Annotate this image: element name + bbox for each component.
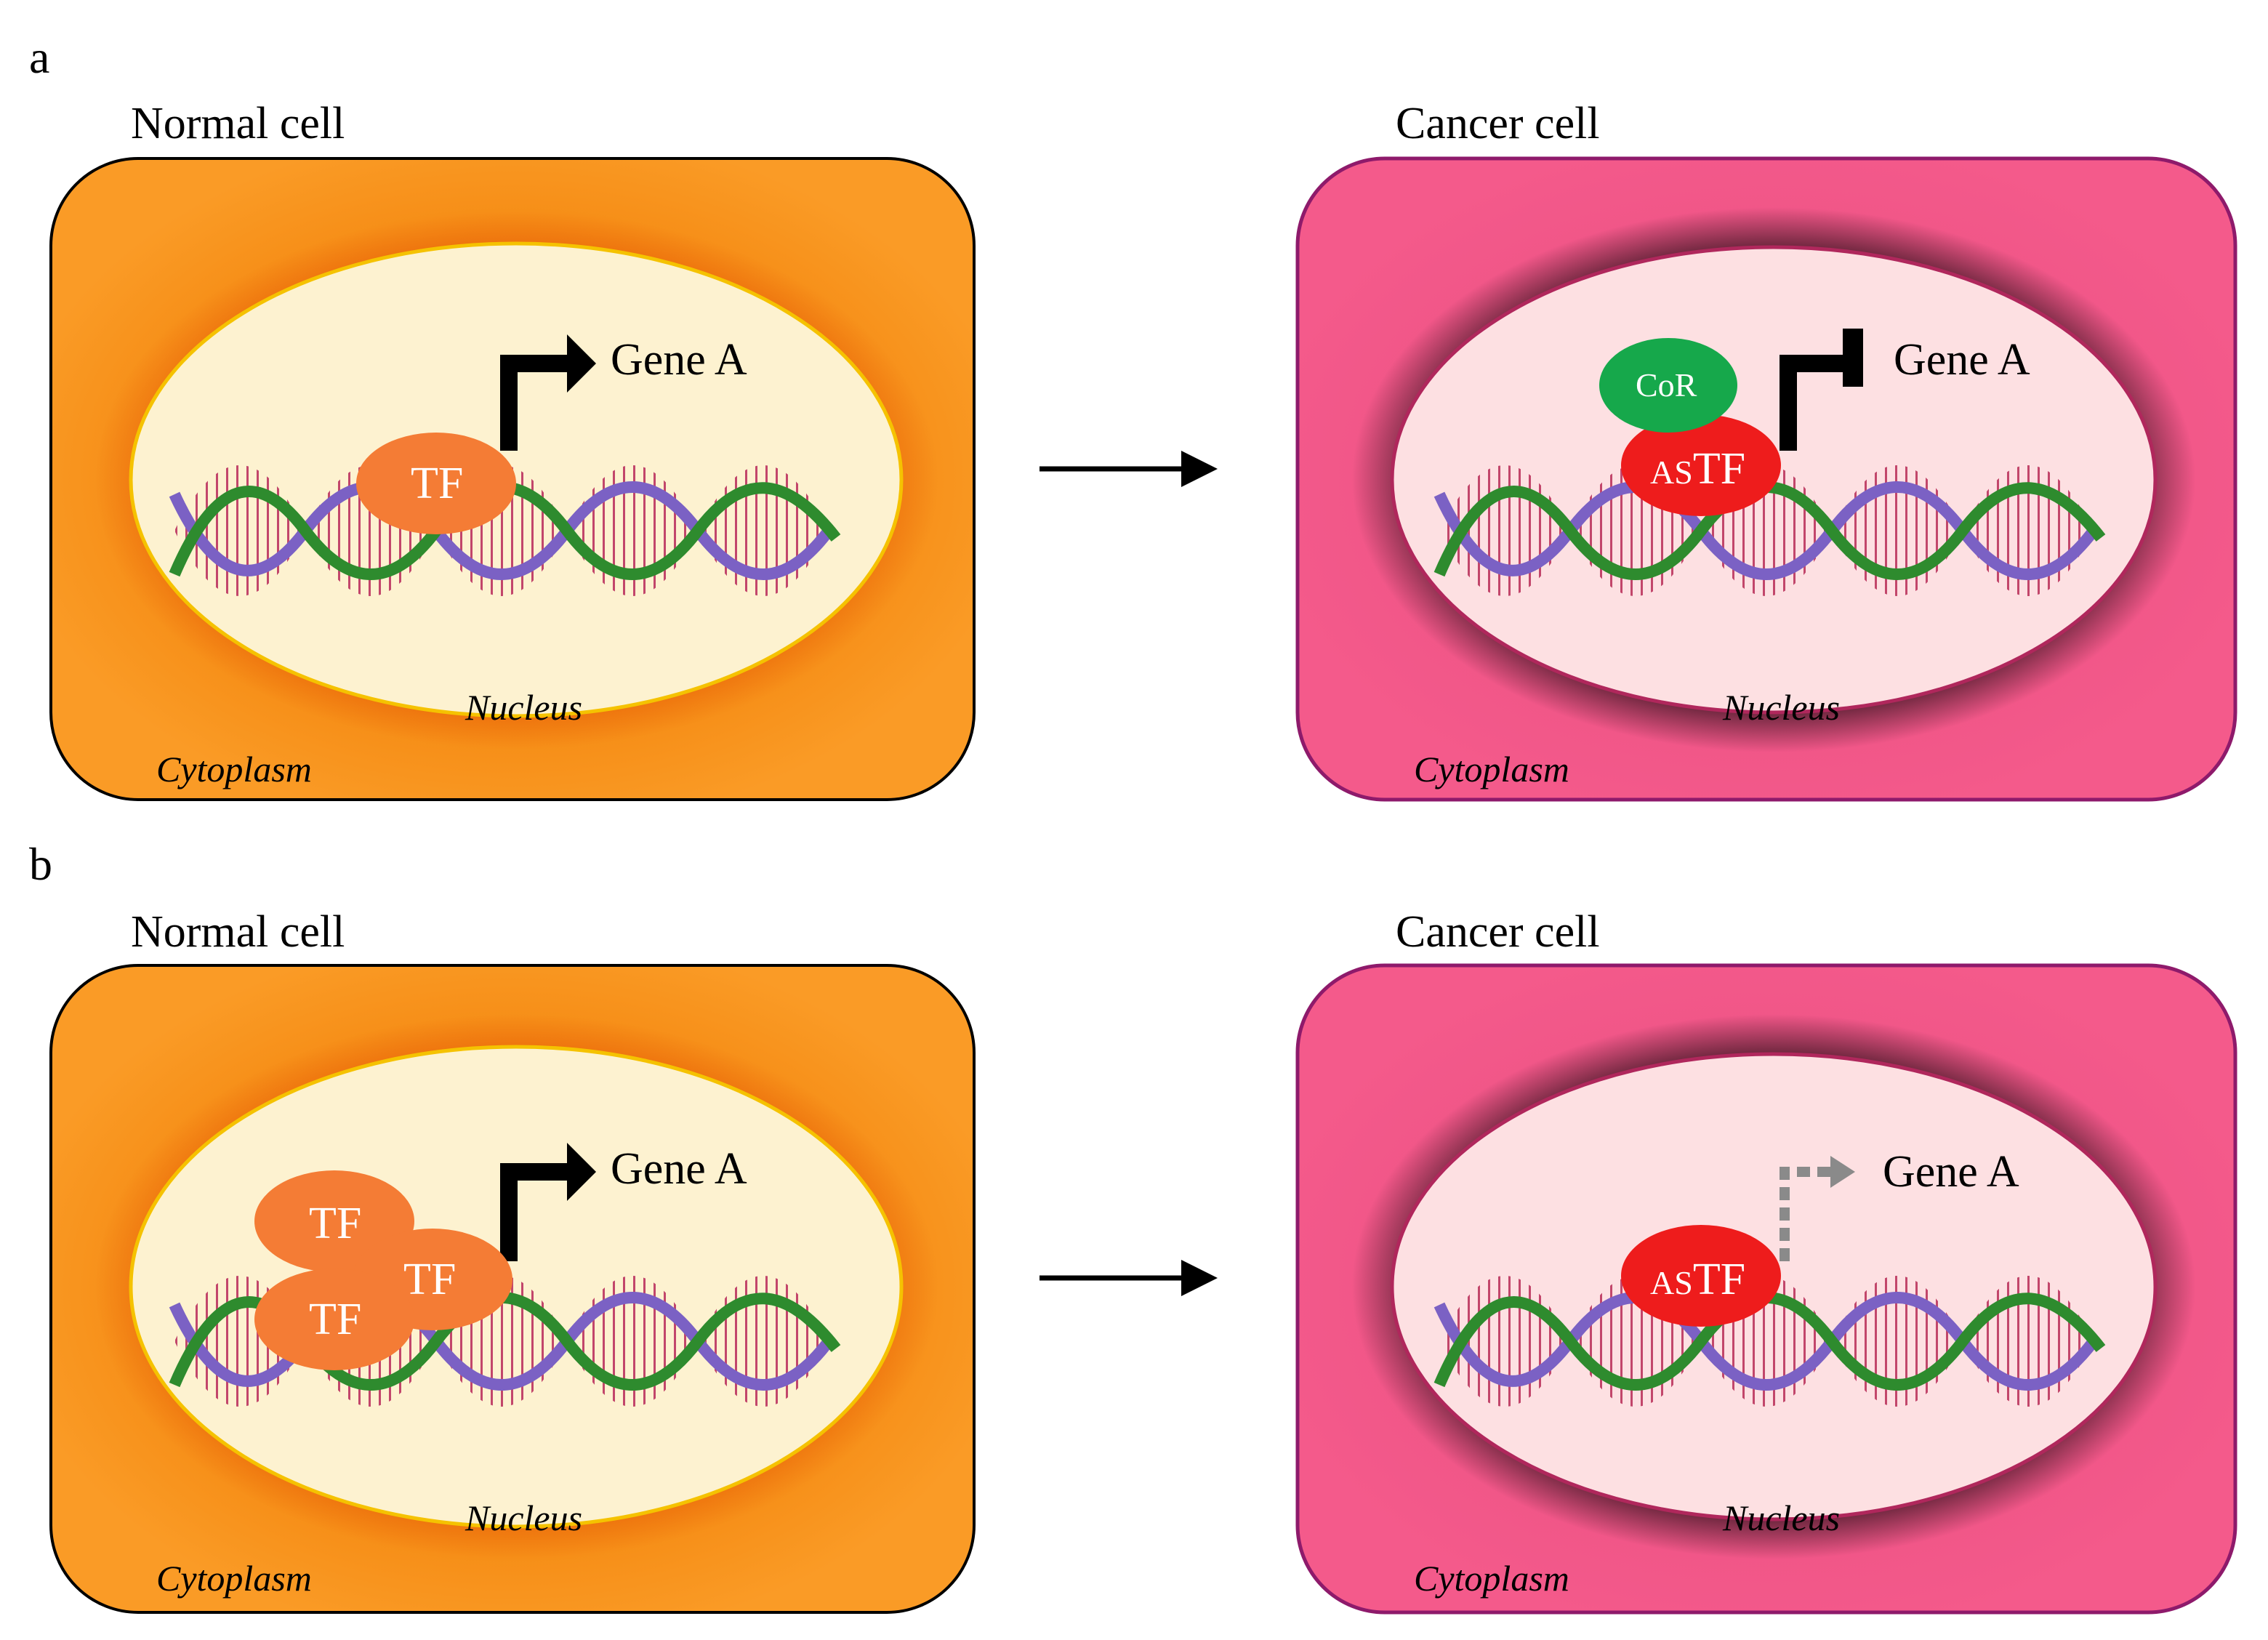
- cytoplasm-label: Cytoplasm: [156, 749, 312, 789]
- astf-label: ASTF: [1650, 444, 1745, 494]
- cor-label: CoR: [1636, 366, 1697, 403]
- tf-label: TF: [411, 459, 463, 508]
- activation-arrow: [500, 355, 574, 451]
- gene-label: Gene A: [611, 1144, 747, 1194]
- cell-title: Cancer cell: [1396, 907, 1600, 957]
- cytoplasm-label: Cytoplasm: [1414, 749, 1569, 789]
- transition-arrow-b: [1040, 1260, 1218, 1296]
- transition-arrow-a: [1040, 451, 1218, 487]
- repression-line: [1780, 355, 1846, 451]
- arrow-head: [567, 1143, 596, 1201]
- tf-label: TF: [309, 1295, 361, 1344]
- nucleus-label: Nucleus: [465, 687, 582, 728]
- astf-label: ASTF: [1650, 1255, 1745, 1304]
- dna-helix: [1433, 1276, 2106, 1407]
- cytoplasm-label: Cytoplasm: [156, 1558, 312, 1599]
- gene-label: Gene A: [1894, 335, 2030, 385]
- weak-activation-arrow: [1780, 1167, 1832, 1261]
- nucleus-label: Nucleus: [1722, 1498, 1840, 1538]
- astf-protein: [1621, 414, 1781, 516]
- normal-cell-a: Normal cell Gene A TF Nucleus Cytoplasm: [49, 99, 976, 801]
- cancer-cell-b: Cancer cell Gene A ASTF Nucleus Cytoplas…: [1295, 907, 2237, 1615]
- cell-title: Normal cell: [131, 907, 345, 957]
- tf-label: TF: [403, 1255, 456, 1304]
- astf-protein: [1621, 1225, 1781, 1327]
- cell-title: Normal cell: [131, 99, 345, 148]
- cor-protein: [1599, 338, 1737, 433]
- repression-bar: [1843, 329, 1863, 387]
- nucleus-label: Nucleus: [465, 1498, 582, 1538]
- arrow-head: [567, 334, 596, 393]
- activation-arrow: [500, 1163, 574, 1261]
- gene-label: Gene A: [1883, 1147, 2019, 1197]
- panel-letter-a: a: [29, 31, 49, 83]
- tf-protein: [356, 433, 516, 534]
- cell-title: Cancer cell: [1396, 99, 1600, 148]
- normal-cell-b: Normal cell Gene A TF TF TF Nucleus Cyto…: [49, 907, 976, 1614]
- tf-label: TF: [309, 1199, 361, 1248]
- nucleus-label: Nucleus: [1722, 687, 1840, 728]
- gene-label: Gene A: [611, 335, 747, 385]
- weak-arrow-head: [1830, 1156, 1855, 1188]
- cancer-cell-a: Cancer cell Gene A ASTF CoR Nucleus Cyto…: [1295, 99, 2237, 802]
- tf-protein: [254, 1269, 414, 1370]
- panel-letter-b: b: [29, 838, 52, 890]
- cytoplasm-label: Cytoplasm: [1414, 1558, 1569, 1599]
